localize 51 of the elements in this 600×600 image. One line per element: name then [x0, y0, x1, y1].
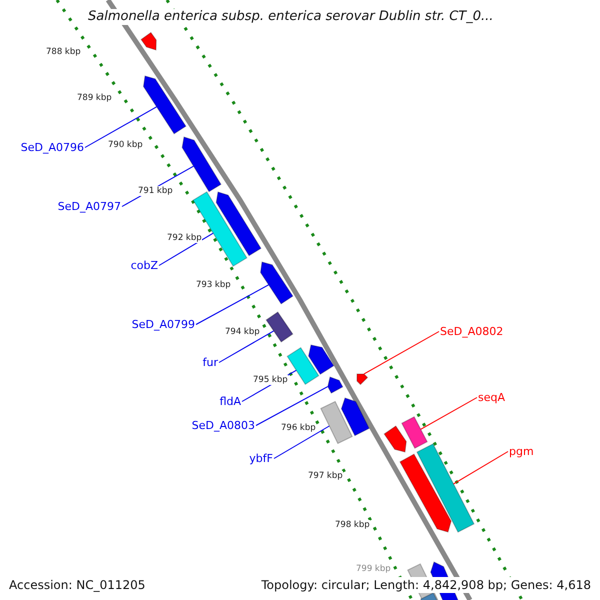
- leader-line: [453, 451, 508, 484]
- tick-label: 792 kbp: [167, 233, 202, 243]
- gene-feature: [286, 346, 320, 386]
- tick-label: 799 kbp: [356, 564, 391, 574]
- gene-label: SeD_A0796: [20, 141, 84, 154]
- gene-label: fur: [202, 356, 218, 369]
- leader-line: [218, 330, 274, 363]
- tick-label: 793 kbp: [196, 280, 231, 290]
- tick-label: 797 kbp: [308, 471, 343, 481]
- gene-label: seqA: [478, 391, 506, 404]
- gene-label: SeD_A0803: [192, 419, 255, 432]
- gene-feature: [260, 261, 294, 305]
- title: Salmonella enterica subsp. enterica serovar Dublin str. CT_0...: [88, 9, 494, 25]
- gene-feature: [140, 32, 157, 51]
- gene-feature: [416, 443, 475, 533]
- tick-label: 790 kbp: [108, 140, 143, 150]
- gene-feature: [340, 397, 370, 436]
- accession-text: Accession: NC_011205: [7, 577, 148, 593]
- leader-line: [196, 284, 270, 325]
- tick-label: 796 kbp: [281, 423, 316, 433]
- gene-feature: [142, 75, 187, 134]
- leader-line: [364, 331, 440, 374]
- gene-feature: [399, 453, 452, 533]
- gene-feature: [401, 416, 428, 449]
- gene-feature: [216, 191, 262, 256]
- gene-label: cobZ: [130, 259, 158, 272]
- leader-line: [256, 386, 328, 426]
- tick-label: 795 kbp: [253, 375, 288, 385]
- leader-line: [274, 426, 330, 459]
- tick-label: 789 kbp: [77, 93, 112, 103]
- gene-feature: [327, 376, 344, 394]
- gene-label: SeD_A0802: [440, 325, 504, 338]
- gene-label: fldA: [220, 395, 241, 408]
- leader-line: [420, 397, 478, 430]
- tick-label: 791 kbp: [138, 186, 173, 196]
- gene-feature: [356, 373, 368, 386]
- gene-feature: [266, 311, 294, 343]
- leader-line: [158, 232, 214, 266]
- tick-label: 798 kbp: [335, 520, 370, 530]
- tick-label: 794 kbp: [225, 327, 260, 337]
- topology-text: Topology: circular; Length: 4,842,908 bp; Genes: 4,618: [259, 577, 593, 593]
- gene-feature: [308, 344, 334, 375]
- leader-line: [84, 106, 158, 148]
- gene-label: ybfF: [249, 452, 273, 465]
- gene-feature: [384, 425, 407, 453]
- gene-feature: [182, 136, 222, 192]
- tick-label: 788 kbp: [46, 47, 81, 57]
- gene-label: SeD_A0797: [58, 200, 121, 213]
- gene-label: SeD_A0799: [132, 318, 195, 331]
- gene-feature: [320, 400, 353, 444]
- gene-label: pgm: [509, 445, 534, 458]
